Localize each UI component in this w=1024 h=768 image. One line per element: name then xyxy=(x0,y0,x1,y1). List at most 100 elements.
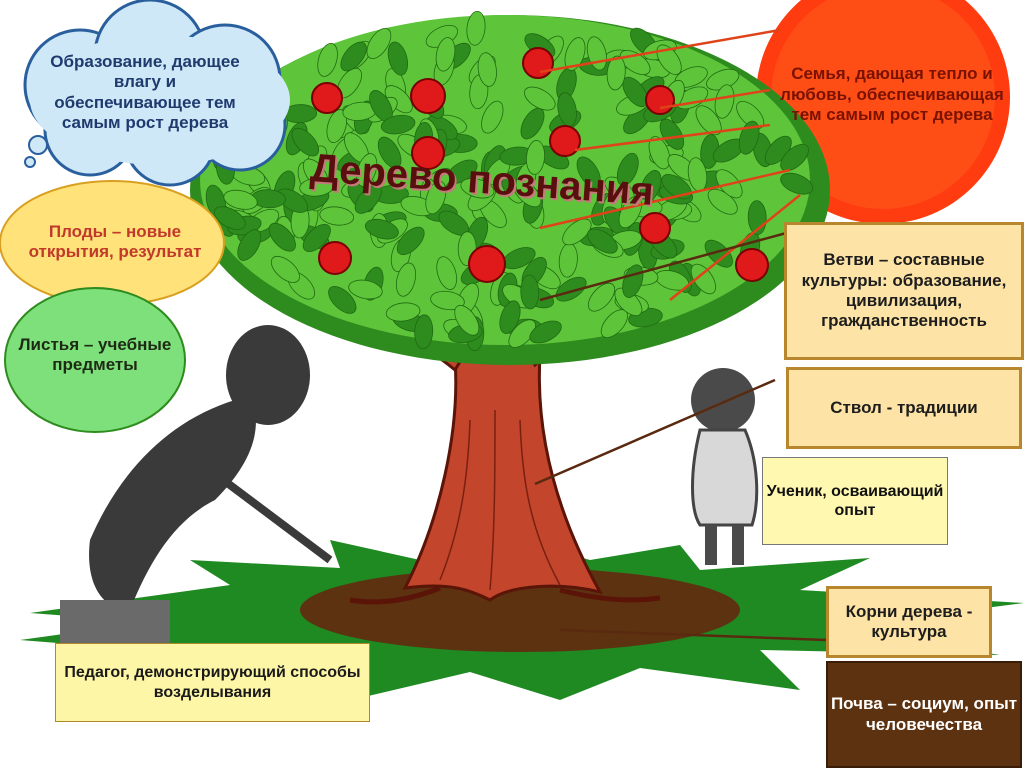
education-label-text: Образование, дающее влагу и обеспечивающ… xyxy=(50,51,240,132)
leaf xyxy=(616,152,639,186)
leaf xyxy=(695,105,722,136)
leaf xyxy=(704,239,733,268)
leaf xyxy=(377,136,402,169)
leaf xyxy=(354,184,382,214)
leaf xyxy=(223,189,258,210)
leaf xyxy=(317,42,338,77)
leaf xyxy=(477,52,497,87)
leaf xyxy=(268,222,296,252)
apple xyxy=(549,125,581,157)
leaf xyxy=(529,320,562,344)
leaf xyxy=(385,302,421,322)
leaf xyxy=(319,206,355,226)
leaf xyxy=(499,300,521,334)
leaf xyxy=(348,279,383,300)
fruits-label: Плоды – новые открытия, результат xyxy=(10,192,220,292)
leaf xyxy=(508,319,536,348)
teacher-figure xyxy=(60,325,333,650)
leaf xyxy=(466,10,486,46)
leaves-ellipse xyxy=(4,287,186,433)
trunk-label-box: Ствол - традиции xyxy=(786,367,1022,449)
leaf xyxy=(380,114,416,135)
leaf xyxy=(436,256,458,290)
leaf xyxy=(780,172,814,195)
leaf xyxy=(396,226,425,256)
leaves-label: Листья – учебные предметы xyxy=(10,310,180,400)
leaf xyxy=(454,304,480,336)
branches-label-box: Ветви – составные культуры: образование,… xyxy=(784,222,1024,360)
leaf xyxy=(340,41,367,72)
leaf xyxy=(661,174,692,200)
leaf xyxy=(356,153,378,187)
leaf xyxy=(780,143,809,172)
tree-trunk xyxy=(402,353,603,602)
leaf xyxy=(587,228,618,254)
connector-lines-dark xyxy=(534,230,827,642)
branches-label-text: Ветви – составные культуры: образование,… xyxy=(801,250,1007,331)
leaf xyxy=(430,290,465,311)
leaf xyxy=(366,28,392,59)
leaf xyxy=(656,44,682,75)
trunk-label-text: Ствол - традиции xyxy=(830,397,978,417)
leaves-label-text: Листья – учебные предметы xyxy=(18,334,172,374)
leaf xyxy=(237,229,262,261)
apples xyxy=(311,47,769,283)
apple xyxy=(735,248,769,282)
leaf xyxy=(526,140,545,175)
education-label: Образование, дающее влагу и обеспечивающ… xyxy=(40,30,250,155)
teacher-label-box: Педагог, демонстрирующий способы возделы… xyxy=(55,643,370,722)
leaf xyxy=(622,76,648,108)
apple xyxy=(645,85,675,115)
leaf xyxy=(328,286,357,314)
leaf xyxy=(520,274,540,310)
leaf xyxy=(614,287,643,317)
soil-mound xyxy=(300,568,740,652)
leaf xyxy=(425,180,447,215)
leaf xyxy=(587,282,616,312)
fruits-label-text: Плоды – новые открытия, результат xyxy=(28,221,202,261)
leaf xyxy=(435,37,456,72)
leaf xyxy=(302,223,331,253)
leaf xyxy=(606,55,626,91)
apple xyxy=(411,136,445,170)
apple xyxy=(410,78,446,114)
leaf xyxy=(524,86,556,111)
apple xyxy=(522,47,554,79)
leaf xyxy=(690,263,717,295)
roots-label-text: Корни дерева - культура xyxy=(845,601,973,641)
soil-label-box: Почва – социум, опыт человечества xyxy=(826,661,1022,768)
leaf xyxy=(648,136,671,170)
leaf xyxy=(555,276,587,302)
leaf xyxy=(270,255,300,283)
apple xyxy=(468,245,506,283)
leaf xyxy=(387,41,409,76)
leaf xyxy=(395,262,417,297)
leaf xyxy=(562,218,592,246)
apple xyxy=(639,212,671,244)
leaf xyxy=(291,127,320,157)
roots xyxy=(349,585,661,605)
family-label-text: Семья, дающая тепло и любовь, обеспечива… xyxy=(780,64,1004,125)
trunk-bark-lines xyxy=(439,409,561,591)
leaf xyxy=(364,218,399,240)
student-label-box: Ученик, осваивающий опыт xyxy=(762,457,948,545)
sun-glow xyxy=(771,0,995,209)
leaf xyxy=(576,156,601,188)
family-label: Семья, дающая тепло и любовь, обеспечива… xyxy=(772,40,1012,150)
teacher-label-text: Педагог, демонстрирующий способы возделы… xyxy=(64,664,361,701)
leaf xyxy=(299,177,334,197)
student-label-text: Ученик, осваивающий опыт xyxy=(766,482,944,519)
leaf xyxy=(213,206,246,230)
roots-label-box: Корни дерева - культура xyxy=(826,586,992,658)
leaf xyxy=(414,314,434,350)
leaf xyxy=(460,178,495,199)
apple xyxy=(311,82,343,114)
cloud-dot xyxy=(28,135,48,155)
education-cloud xyxy=(23,0,290,187)
student-figure xyxy=(691,368,759,565)
soil-label-text: Почва – социум, опыт человечества xyxy=(830,694,1018,734)
cloud-dot xyxy=(24,156,36,168)
leaf xyxy=(326,109,348,144)
apple xyxy=(318,241,352,275)
leaf xyxy=(564,37,586,71)
